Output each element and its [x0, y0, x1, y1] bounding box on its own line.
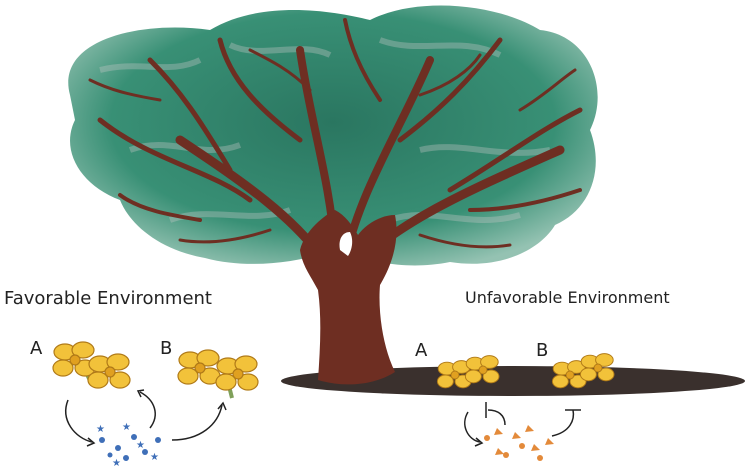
favorable-title: Favorable Environment [4, 288, 212, 309]
tree-branches [88, 18, 583, 275]
promoting-arrows [65, 389, 227, 447]
label-a-favorable: A [30, 338, 43, 359]
tree-trunk [300, 210, 397, 385]
svg-text:★: ★ [136, 440, 145, 451]
svg-text:★: ★ [96, 424, 105, 435]
inhibiting-arrows [464, 402, 581, 447]
label-b-favorable: B [160, 338, 173, 359]
unfavorable-title: Unfavorable Environment [465, 288, 670, 307]
flower-pair-b-left [177, 349, 259, 399]
flower-pair-a-left [52, 341, 131, 389]
signal-molecules-blue: ★ ★ ★ ★ ★ [96, 422, 161, 467]
label-b-unfavorable: B [536, 340, 549, 361]
flower-pair-b-right [551, 353, 615, 389]
svg-text:★: ★ [122, 422, 131, 433]
ground-shadow [281, 366, 745, 396]
label-a-unfavorable: A [415, 340, 428, 361]
signal-molecules-orange [484, 425, 554, 461]
svg-text:★: ★ [150, 452, 159, 463]
svg-text:★: ★ [112, 458, 121, 467]
flower-pair-a-right [436, 355, 500, 389]
